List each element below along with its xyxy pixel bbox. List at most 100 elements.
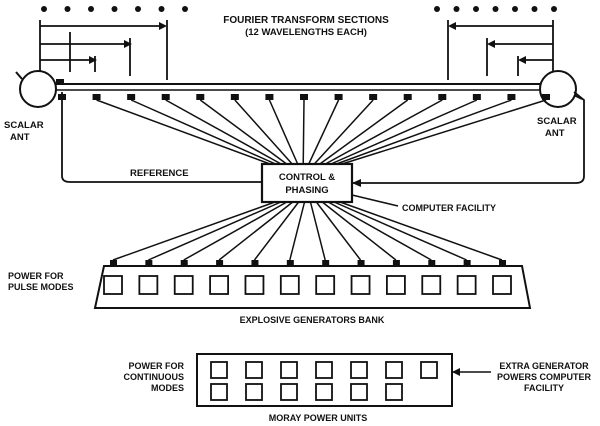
moray-unit	[245, 383, 263, 401]
moray-unit	[315, 383, 333, 401]
feed-to-control-line	[319, 99, 409, 165]
reference-line-right	[352, 91, 585, 184]
control-to-generator-line	[218, 201, 294, 261]
reference-label: REFERENCE	[130, 168, 189, 179]
explosive-bank-outline	[93, 265, 532, 309]
control-to-generator-line	[289, 201, 306, 261]
extra-generator-label-line2: POWERS COMPUTER	[497, 372, 592, 382]
explosive-generator-unit	[315, 275, 336, 295]
explosive-generator-unit	[103, 275, 123, 295]
generator-terminal	[392, 260, 400, 266]
generator-terminal	[216, 260, 224, 266]
generator-terminal	[428, 260, 436, 266]
fourier-dots-left	[41, 6, 188, 12]
feed-to-control-line	[302, 99, 305, 165]
feed-tap-node	[507, 94, 516, 100]
control-phasing-box	[260, 162, 354, 204]
explosive-bank-label: EXPLOSIVE GENERATORS BANK	[240, 315, 385, 325]
fourier-arrowheads-right	[448, 22, 526, 64]
generator-terminal	[357, 260, 365, 266]
continuous-power-label-line1: POWER FOR	[129, 361, 185, 371]
fourier-dot	[473, 6, 479, 12]
feed-to-control-line	[325, 99, 443, 165]
generator-terminal	[145, 260, 153, 266]
fourier-title-line1: FOURIER TRANSFORM SECTIONS	[223, 15, 389, 26]
generator-terminal	[180, 260, 188, 266]
fourier-dot	[182, 6, 188, 12]
right-scalar-antenna	[539, 70, 577, 108]
fourier-dots-right	[434, 6, 557, 12]
moray-unit	[385, 361, 403, 379]
fourier-dot	[41, 6, 47, 12]
control-to-generator-line	[315, 201, 362, 261]
moray-units	[210, 361, 438, 401]
feed-to-control-line	[341, 99, 547, 165]
feed-taps	[58, 94, 550, 100]
moray-unit	[210, 361, 228, 379]
control-label-line1: CONTROL &	[279, 172, 335, 183]
moray-unit	[385, 383, 403, 401]
moray-power-units	[196, 353, 453, 407]
generator-terminal	[251, 260, 259, 266]
right-antenna-label-line1: SCALAR	[537, 116, 577, 127]
moray-unit	[350, 361, 368, 379]
moray-unit	[210, 383, 228, 401]
fourier-brackets-left	[39, 20, 168, 80]
generator-terminal	[499, 260, 506, 266]
feed-tap-node	[127, 94, 136, 100]
control-to-generator-line	[339, 201, 503, 261]
control-to-generator-line	[112, 201, 276, 261]
feed-to-control-line	[165, 99, 282, 165]
feed-tap-node	[472, 94, 481, 100]
feed-tap-node	[300, 94, 308, 100]
explosive-generator-unit	[386, 275, 406, 295]
control-to-generator-line	[253, 201, 300, 261]
explosive-generator-unit	[492, 275, 512, 295]
fourier-dot	[111, 6, 118, 12]
feed-to-control-line	[130, 99, 276, 165]
feed-to-control-line	[313, 99, 374, 165]
explosive-generator-units	[103, 260, 512, 295]
feed-to-control-line	[308, 99, 340, 165]
feed-to-control-line	[330, 99, 478, 165]
fourier-dot	[551, 6, 557, 12]
extra-generator-label-line1: EXTRA GENERATOR	[499, 361, 589, 371]
moray-label: MORAY POWER UNITS	[269, 413, 368, 423]
right-antenna-label-line2: ANT	[545, 128, 565, 139]
left-scalar-antenna	[19, 70, 57, 108]
fourier-dot	[492, 6, 499, 12]
continuous-power-label-line3: MODES	[151, 383, 184, 393]
moray-unit	[280, 383, 298, 401]
fourier-brackets-right	[447, 20, 554, 80]
feed-tap-node	[334, 94, 343, 100]
fourier-dot	[434, 6, 440, 12]
explosive-generator-unit	[138, 275, 159, 295]
fourier-sections: FOURIER TRANSFORM SECTIONS (12 WAVELENGT…	[39, 6, 557, 80]
moray-unit	[280, 361, 298, 379]
feed-tap-node	[161, 94, 170, 100]
explosive-generator-unit	[173, 275, 194, 295]
feed-to-control-line	[96, 99, 271, 165]
pulse-power-label-line2: PULSE MODES	[8, 282, 74, 292]
feed-to-control-line	[199, 99, 288, 165]
feed-tap-node	[92, 94, 101, 100]
feed-to-control-line	[336, 99, 512, 165]
fourier-dot	[135, 6, 141, 12]
feed-tap-node	[438, 94, 447, 100]
feeds-to-control	[96, 99, 547, 165]
feed-to-control-line	[268, 99, 299, 165]
reference-line-left	[61, 92, 262, 183]
control-to-generator-line	[333, 201, 467, 261]
control-to-generator-line	[148, 201, 282, 261]
moray-unit	[315, 361, 333, 379]
moray-unit	[245, 361, 263, 379]
fourier-arrowheads-left	[89, 22, 167, 64]
left-antenna-stub	[15, 71, 23, 80]
extra-generator-label-line3: FACILITY	[524, 383, 564, 393]
moray-unit	[350, 383, 368, 401]
control-to-generators	[112, 201, 503, 261]
computer-facility-label: COMPUTER FACILITY	[402, 203, 496, 213]
extra-generator-arrowhead	[452, 368, 460, 376]
explosive-generator-unit	[279, 275, 300, 295]
